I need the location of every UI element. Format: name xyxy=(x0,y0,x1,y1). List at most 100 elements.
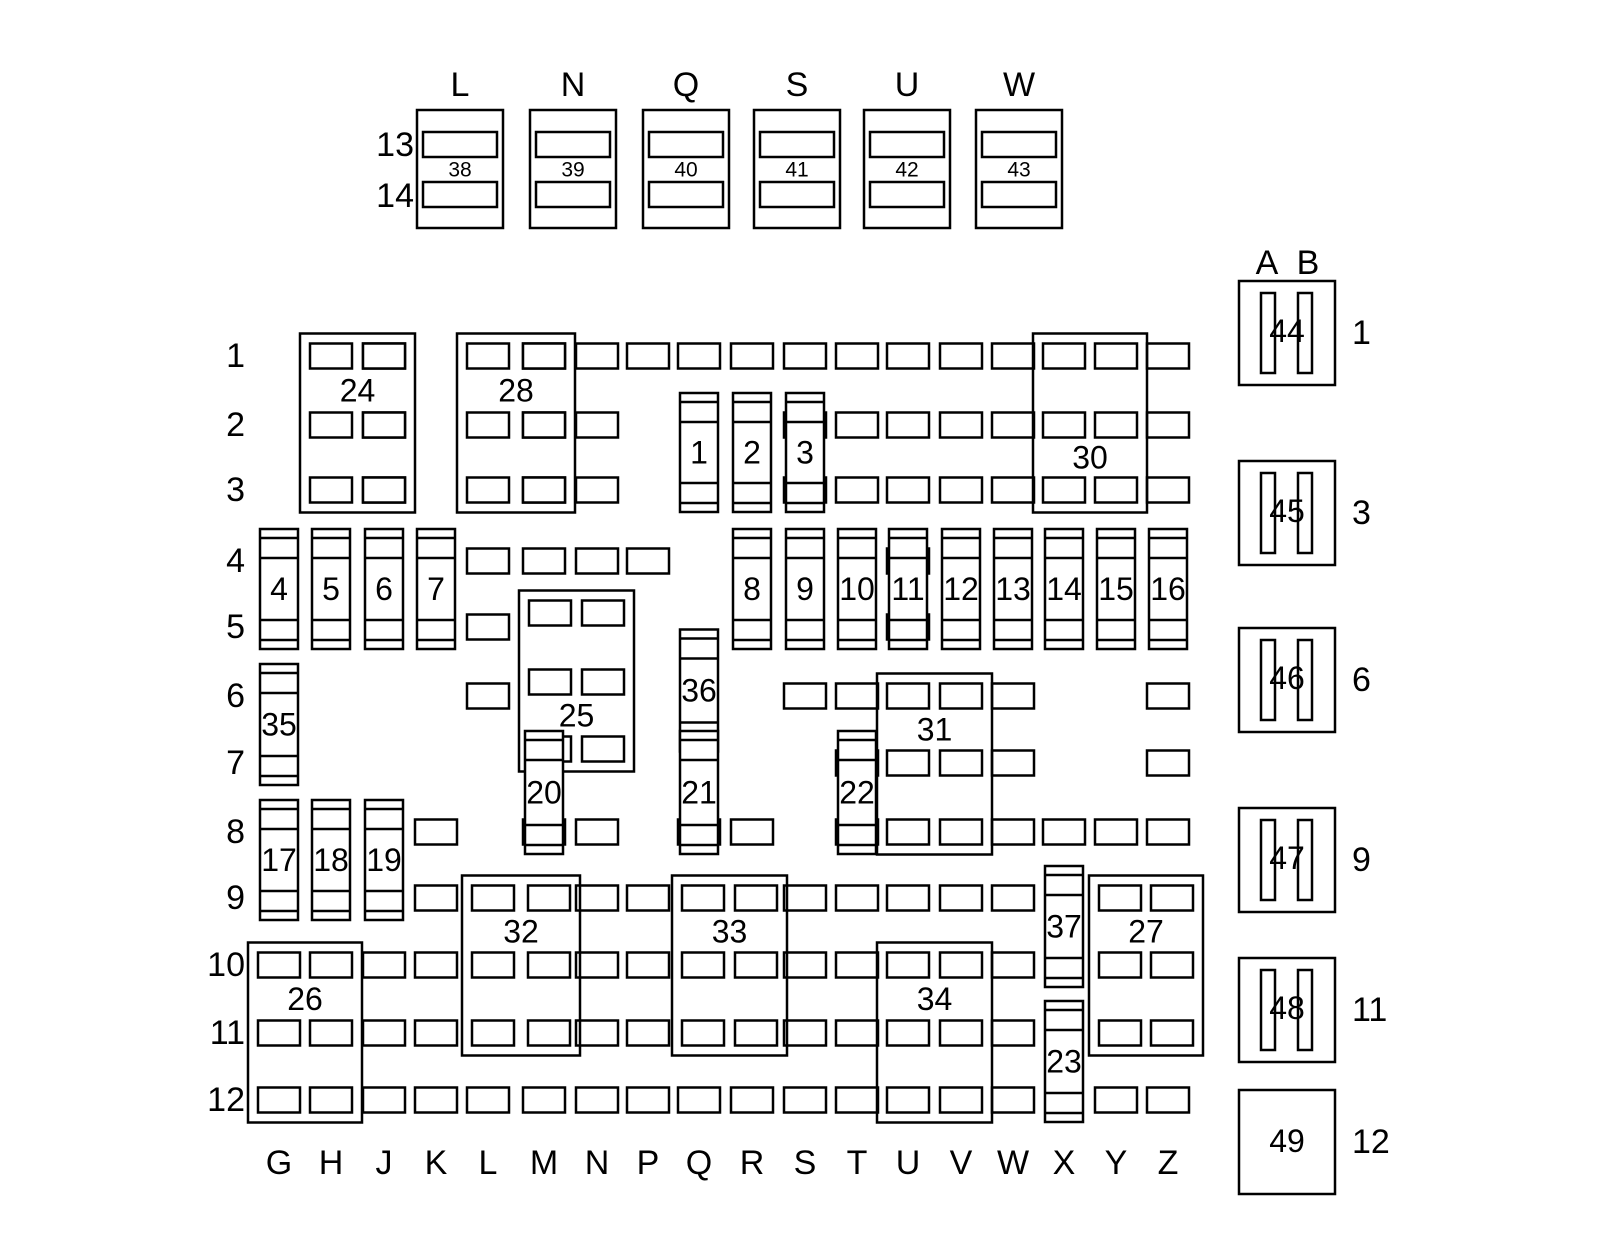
terminal-cell xyxy=(521,547,567,575)
breaker-row-label: 6 xyxy=(1352,661,1371,699)
relay-terminal xyxy=(308,342,354,370)
top-relay-terminal xyxy=(758,130,836,159)
relay-terminal xyxy=(1093,411,1139,439)
fuse-label: 1 xyxy=(690,435,708,471)
top-relay-terminal xyxy=(647,130,725,159)
fuse-label: 7 xyxy=(427,571,445,607)
row-label: 11 xyxy=(210,1014,245,1052)
relay-terminal xyxy=(465,342,511,370)
relay-terminal xyxy=(938,749,984,777)
terminal-cell xyxy=(361,951,407,979)
col-label: P xyxy=(637,1144,660,1182)
terminal-cell xyxy=(574,411,620,439)
fuse-body xyxy=(1043,527,1085,651)
fuse-body xyxy=(363,527,405,651)
fuse-body xyxy=(1043,864,1085,989)
top-relay-outline xyxy=(752,108,842,230)
terminal-cell xyxy=(990,818,1036,846)
terminal-cell xyxy=(990,342,1036,370)
top-relay-terminal xyxy=(980,180,1058,209)
relay-terminal xyxy=(680,884,726,912)
relay-terminal xyxy=(680,1019,726,1047)
top-col-label: N xyxy=(561,66,586,104)
relay-terminal xyxy=(885,1086,931,1114)
terminal-cell xyxy=(1041,818,1087,846)
top-relay-terminal xyxy=(421,130,499,159)
fuse-body xyxy=(731,527,773,651)
relay-terminal xyxy=(308,411,354,439)
terminal-cell xyxy=(729,818,775,846)
top-relay-label: 39 xyxy=(561,159,584,182)
breaker-outline xyxy=(1237,459,1337,567)
relay-group-label: 28 xyxy=(498,373,534,409)
terminal-cell xyxy=(676,342,722,370)
relay-terminal xyxy=(1149,884,1195,912)
fuse-label: 15 xyxy=(1098,571,1134,607)
terminal-cell xyxy=(361,1019,407,1047)
relay-terminal xyxy=(938,818,984,846)
relay-terminal xyxy=(580,599,626,627)
terminal-cell xyxy=(834,1086,880,1114)
fuse-body xyxy=(887,527,929,651)
terminal-cell xyxy=(1145,342,1191,370)
breaker-label: 47 xyxy=(1269,840,1305,876)
relay-group-label: 26 xyxy=(287,981,323,1017)
fuse-label: 19 xyxy=(366,842,402,878)
fuse-label: 37 xyxy=(1046,909,1082,945)
breaker-terminal xyxy=(1259,291,1277,375)
terminal-cell xyxy=(574,476,620,504)
terminal-cell xyxy=(413,1086,459,1114)
col-label: V xyxy=(950,1144,973,1182)
breaker-terminal xyxy=(1296,291,1314,375)
relay-group-label: 25 xyxy=(559,698,595,734)
breaker-label: 44 xyxy=(1269,313,1305,349)
top-relay-outline xyxy=(641,108,731,230)
terminal-cell xyxy=(625,547,671,575)
breaker-terminal xyxy=(1296,638,1314,722)
row-label: 9 xyxy=(226,879,245,917)
relay-terminal xyxy=(1041,476,1087,504)
top-relay-label: 42 xyxy=(895,159,918,182)
terminal-cell xyxy=(938,411,984,439)
relay-terminal xyxy=(580,668,626,696)
relay-terminal xyxy=(527,668,573,696)
fuse-body xyxy=(415,527,457,651)
top-relay-terminal xyxy=(758,180,836,209)
col-label: Y xyxy=(1105,1144,1128,1182)
fuse-body xyxy=(836,729,878,856)
terminal-cell xyxy=(574,1019,620,1047)
fuse-body xyxy=(363,798,405,922)
top-relay-terminal xyxy=(534,180,612,209)
terminal-cell xyxy=(990,884,1036,912)
relay-group-outline xyxy=(1087,874,1205,1057)
relay-terminal xyxy=(470,884,516,912)
terminal-cell xyxy=(885,884,931,912)
fuse-label: 35 xyxy=(261,707,297,743)
relay-terminal xyxy=(308,951,354,979)
relay-terminal xyxy=(526,951,572,979)
top-relay-label: 41 xyxy=(785,159,808,182)
col-label: N xyxy=(585,1144,610,1182)
relay-terminal xyxy=(733,1019,779,1047)
breaker-terminal xyxy=(1296,471,1314,555)
terminal-cell xyxy=(938,884,984,912)
relay-terminal xyxy=(361,476,407,504)
terminal-cell xyxy=(625,951,671,979)
terminal-cell xyxy=(885,476,931,504)
terminal-cell xyxy=(782,1019,828,1047)
fuse-label: 18 xyxy=(313,842,349,878)
breaker-terminal xyxy=(1259,638,1277,722)
fuse-body xyxy=(731,391,773,514)
terminal-cell xyxy=(465,1086,511,1114)
fuse-label: 22 xyxy=(839,775,875,811)
terminal-cell xyxy=(1145,411,1191,439)
terminal-cell xyxy=(782,884,828,912)
terminal-cell xyxy=(729,342,775,370)
fuse-body xyxy=(1147,527,1189,651)
relay-terminal xyxy=(308,1086,354,1114)
relay-group-label: 31 xyxy=(917,712,953,748)
terminal-cell xyxy=(990,749,1036,777)
